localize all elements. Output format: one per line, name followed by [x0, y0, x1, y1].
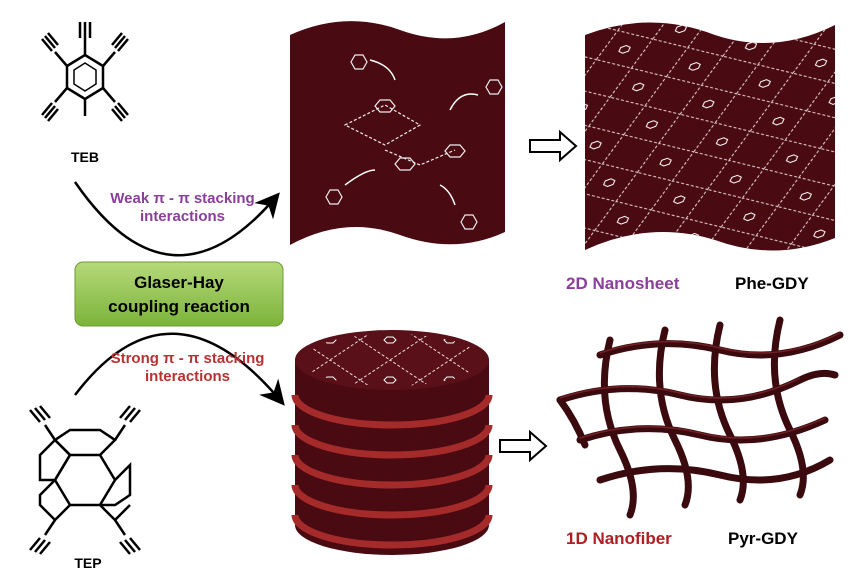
tep-molecule	[29, 405, 141, 555]
phe-gdy-label: Phe-GDY	[735, 274, 809, 293]
arrow-to-nanofiber	[499, 429, 548, 463]
strong-stacking-arrow	[74, 332, 285, 406]
weak-stacking-arrow	[73, 181, 280, 257]
teb-label: TEB	[71, 149, 99, 165]
monomer-fragments	[325, 54, 503, 230]
reaction-box-line2: coupling reaction	[108, 297, 250, 316]
pyr-gdy-label: Pyr-GDY	[728, 529, 798, 548]
strong-stacking-label: Strong π - π stacking interactions	[110, 350, 265, 385]
reaction-box	[74, 261, 284, 327]
stacked-cylinder	[291, 330, 493, 555]
assembly-nanosheet	[290, 21, 505, 245]
nanosheet-type-label: 2D Nanosheet	[566, 274, 680, 293]
nanofiber-type-label: 1D Nanofiber	[566, 529, 672, 548]
nanofiber-highlights	[559, 332, 841, 439]
reaction-box-line1: Glaser-Hay	[134, 273, 224, 292]
arrow-to-nanosheet	[529, 129, 578, 163]
weak-stacking-label: Weak π - π stacking interactions	[110, 190, 255, 225]
teb-molecule	[41, 22, 129, 122]
tep-label: TEP	[74, 555, 102, 571]
phe-gdy-network	[585, 22, 835, 251]
